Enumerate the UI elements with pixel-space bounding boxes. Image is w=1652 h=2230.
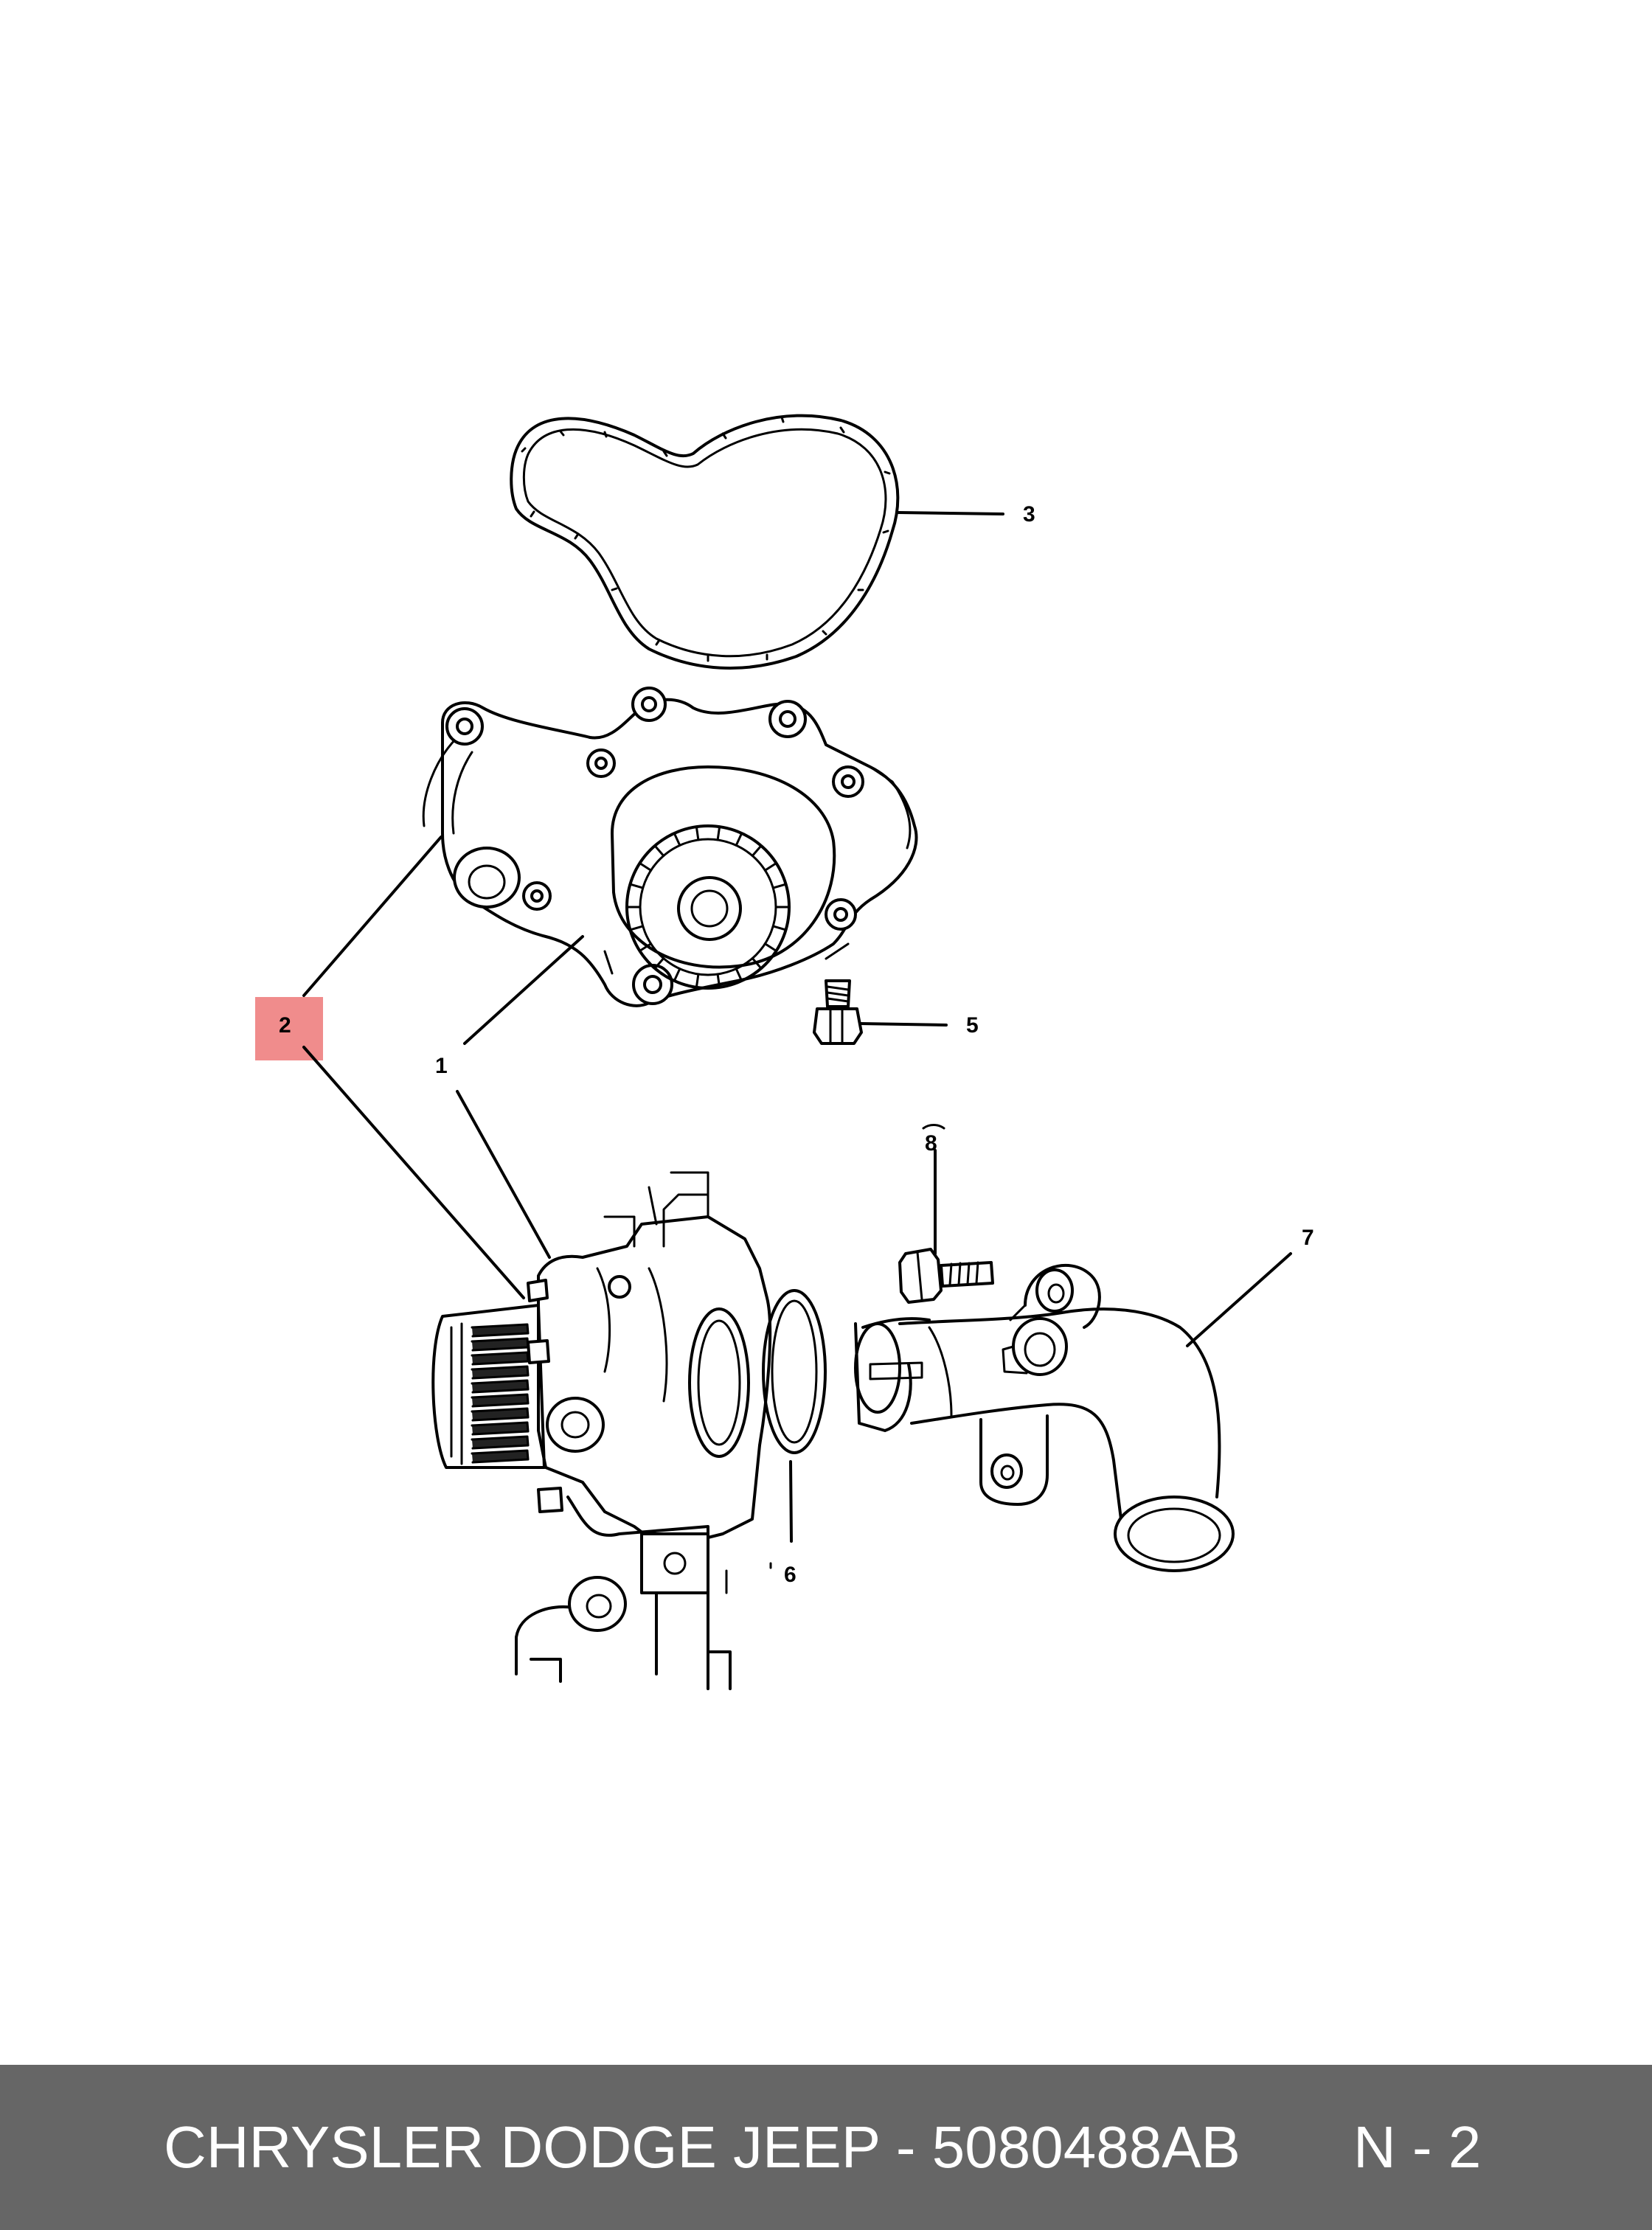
o-ring-part-6 — [762, 1289, 827, 1543]
callout-7: 7 — [1302, 1226, 1314, 1250]
leader-1-lower — [456, 1090, 551, 1259]
callout-2: 2 — [279, 1013, 291, 1038]
parts-diagram: 3 5 2 1 — [255, 414, 1314, 1690]
callout-2-highlight — [255, 997, 323, 1060]
outlet-elbow-part-7 — [854, 1252, 1292, 1572]
bolt-part-8 — [898, 1124, 994, 1304]
part-number-title: CHRYSLER DODGE JEEP - 5080488AB — [164, 2114, 1240, 2180]
callout-1: 1 — [435, 1054, 448, 1078]
water-pump-front-view — [422, 687, 918, 1007]
footer-bar: CHRYSLER DODGE JEEP - 5080488AB N - 2 — [0, 2065, 1652, 2230]
leader-1-upper — [463, 935, 584, 1045]
gasket-part-3 — [510, 414, 1004, 670]
water-pump-side-view — [431, 1171, 772, 1690]
callout-3: 3 — [1023, 502, 1035, 527]
leader-2-lower — [302, 1046, 525, 1299]
callout-8: 8 — [925, 1131, 937, 1156]
callout-reference: N - 2 — [1353, 2114, 1482, 2180]
callout-5: 5 — [966, 1013, 979, 1038]
leader-2-upper — [302, 836, 442, 997]
callout-6: 6 — [784, 1563, 796, 1587]
bolt-part-5 — [813, 979, 948, 1045]
